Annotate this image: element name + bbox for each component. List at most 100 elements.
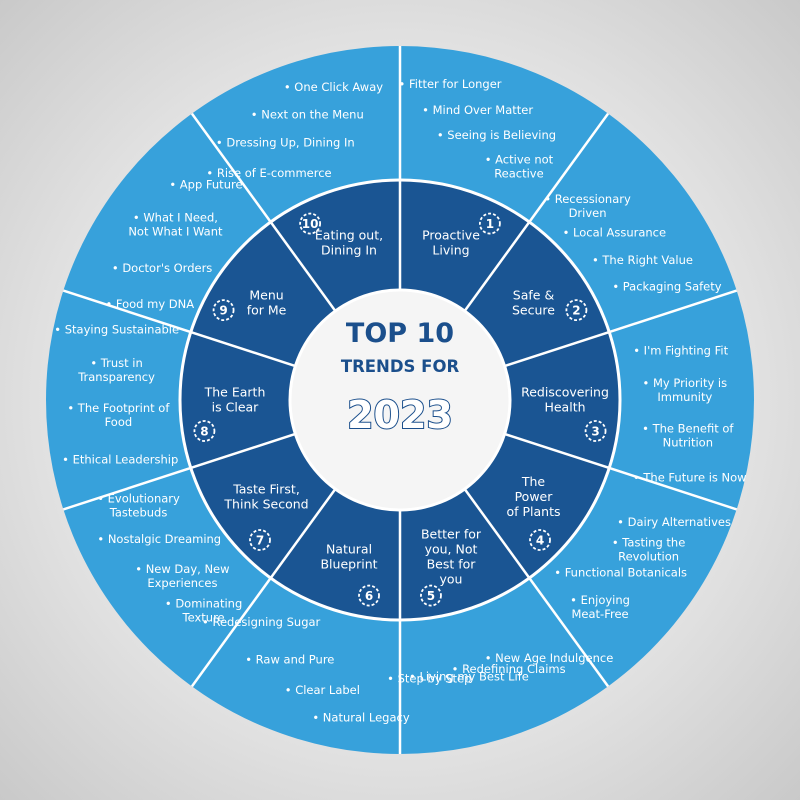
subtrend-line: Meat-Free bbox=[572, 607, 629, 621]
trend-title-line: Power bbox=[515, 489, 554, 504]
subtrend-label: • Next on the Menu bbox=[251, 108, 364, 122]
trend-title-line: Better for bbox=[421, 526, 482, 541]
trend-number-badge bbox=[584, 420, 607, 442]
outer-divider-line bbox=[62, 289, 192, 334]
trend-title-line: Safe & bbox=[513, 288, 555, 303]
subtrend-line: • Trust in bbox=[90, 356, 142, 370]
trend-number: 9 bbox=[219, 304, 227, 318]
subtrend-label: • Functional Botanicals bbox=[554, 565, 687, 579]
trend-title: Eating out,Dining In bbox=[315, 228, 383, 258]
outer-divider-line bbox=[528, 112, 610, 223]
subtrend-line: Texture bbox=[182, 611, 225, 625]
subtrend-line: • Redesigning Sugar bbox=[202, 615, 321, 629]
subtrend-label: • Packaging Safety bbox=[612, 280, 721, 294]
trend-title-line: Secure bbox=[512, 303, 555, 318]
subtrend-line: • One Click Away bbox=[284, 80, 383, 94]
subtrend-label: • Food my DNA bbox=[105, 297, 194, 311]
trend-number: 5 bbox=[427, 589, 435, 603]
trend-title: Safe &Secure bbox=[512, 288, 555, 318]
trend-title-line: The Earth bbox=[204, 385, 266, 400]
subtrend-line: • Natural Legacy bbox=[312, 711, 409, 725]
subtrend-line: • App Future bbox=[169, 177, 242, 191]
subtrend-line: • Local Assurance bbox=[563, 226, 667, 240]
subtrend-label: • Fitter for Longer bbox=[399, 77, 502, 91]
subtrend-label: • One Click Away bbox=[284, 80, 383, 94]
outer-divider-line bbox=[190, 577, 272, 688]
trend-number: 10 bbox=[302, 217, 319, 231]
subtrend-label: • Natural Legacy bbox=[312, 711, 409, 725]
subtrend-line: • Rise of E-commerce bbox=[206, 166, 331, 180]
subtrend-line: • Redefining Claims bbox=[452, 662, 566, 676]
subtrend-line: Nutrition bbox=[663, 435, 713, 449]
subtrend-label: • Ethical Leadership bbox=[62, 452, 178, 466]
trend-number-badge bbox=[478, 212, 501, 235]
subtrend-label: • Dairy Alternatives bbox=[617, 515, 731, 529]
trend-title-line: Taste First, bbox=[232, 481, 300, 496]
trend-title-line: for Me bbox=[247, 303, 287, 318]
subtrend-label: • What I Need,Not What I Want bbox=[128, 211, 223, 239]
subtrend-label: • The Future is Now bbox=[633, 471, 747, 485]
subtrend-line: • Next on the Menu bbox=[251, 108, 364, 122]
subtrend-line: • New Day, New bbox=[135, 562, 229, 576]
subtrend-line: • I'm Fighting Fit bbox=[633, 344, 728, 358]
subtrend-line: Driven bbox=[569, 206, 607, 220]
trend-title-line: Dining In bbox=[321, 243, 377, 258]
trend-title-line: The bbox=[521, 474, 546, 489]
trend-number: 8 bbox=[200, 424, 208, 438]
outer-divider-line bbox=[528, 577, 610, 688]
subtrend-line: • Clear Label bbox=[285, 683, 360, 697]
center-circle bbox=[288, 288, 512, 512]
trend-number: 3 bbox=[591, 424, 599, 438]
trend-title-line: Rediscovering bbox=[521, 385, 609, 400]
trend-number-badge bbox=[358, 584, 380, 607]
trend-number: 2 bbox=[572, 304, 580, 318]
trend-number-badge bbox=[299, 212, 322, 235]
inner-divider-line bbox=[463, 221, 531, 312]
subtrend-line: Food bbox=[105, 415, 133, 429]
trend-number: 7 bbox=[256, 534, 264, 548]
subtrend-label: • Rise of E-commerce bbox=[206, 166, 331, 180]
subtrend-line: • What I Need, bbox=[133, 211, 218, 225]
subtrend-line: Transparency bbox=[77, 370, 155, 384]
subtrend-line: • Functional Botanicals bbox=[554, 565, 687, 579]
subtrend-label: • Redefining Claims bbox=[452, 662, 566, 676]
subtrend-line: • My Priority is bbox=[643, 376, 728, 390]
inner-divider-line bbox=[504, 330, 610, 368]
subtrend-line: • Ethical Leadership bbox=[62, 452, 178, 466]
subtrend-line: • Doctor's Orders bbox=[112, 261, 212, 275]
subtrend-line: • Step by Step bbox=[387, 671, 471, 685]
subtrend-line: • Active not bbox=[485, 153, 554, 167]
outer-divider-line bbox=[190, 112, 272, 223]
trend-number-badge bbox=[249, 529, 271, 551]
subtrend-label: • Staying Sustainable bbox=[54, 322, 179, 336]
subtrend-line: • Mind Over Matter bbox=[422, 103, 533, 117]
trend-title-line: Think Second bbox=[223, 496, 308, 511]
subtrend-label: • Dressing Up, Dining In bbox=[216, 135, 355, 149]
subtrend-line: • Nostalgic Dreaming bbox=[97, 532, 221, 546]
trend-number: 4 bbox=[536, 534, 544, 548]
subtrend-label: • Clear Label bbox=[285, 683, 360, 697]
subtrend-line: • The Benefit of bbox=[642, 421, 734, 435]
subtrend-line: Revolution bbox=[618, 549, 679, 563]
